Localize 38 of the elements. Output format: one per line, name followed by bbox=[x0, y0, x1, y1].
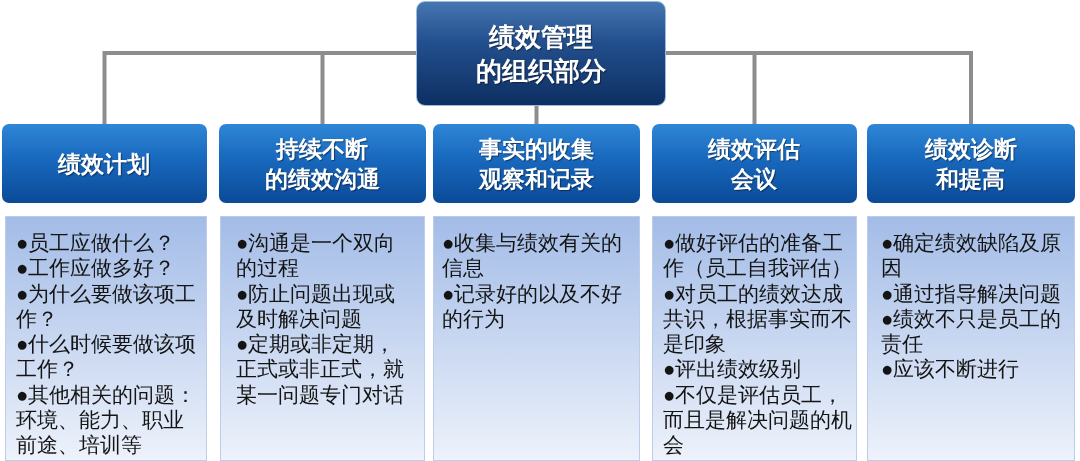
list-item: ●员工应做什么？ bbox=[16, 230, 177, 256]
header-box bbox=[433, 124, 640, 203]
list-item: ●应该不断进行 bbox=[881, 356, 1021, 382]
list-item: ●做好评估的准备工作（员工自我评估） bbox=[663, 230, 853, 281]
root-label: 绩效管理的组织部分 bbox=[475, 20, 607, 88]
header-box bbox=[219, 124, 426, 203]
list-item: ●什么时候要做该项工作？ bbox=[16, 331, 197, 382]
header-label: 绩效诊断和提高 bbox=[924, 134, 1018, 194]
text-panel bbox=[867, 216, 1075, 461]
list-item: ●对员工的绩效达成共识，根据事实而不是印象 bbox=[663, 280, 853, 357]
header-box bbox=[867, 124, 1075, 203]
list-item: ●通过指导解决问题 bbox=[881, 280, 1062, 306]
header-label: 绩效评估会议 bbox=[707, 134, 802, 194]
list-item: ●评出绩效级别 bbox=[663, 356, 803, 382]
text-panel bbox=[652, 216, 857, 461]
list-item: ●防止问题出现或及时解决问题 bbox=[236, 280, 397, 332]
list-item: ●不仅是评估员工，而且是解决问题的机会 bbox=[663, 381, 853, 458]
connector-line bbox=[666, 51, 973, 124]
header-label: 绩效计划 bbox=[56, 149, 152, 179]
text-panel bbox=[220, 216, 425, 461]
text-panel bbox=[5, 216, 207, 461]
list-item: ●收集与绩效有关的信息 bbox=[442, 230, 623, 281]
list-item: ●确定绩效缺陷及原因 bbox=[881, 230, 1062, 281]
list-item: ●为什么要做该项工作？ bbox=[16, 280, 197, 332]
header-label: 持续不断的绩效沟通 bbox=[264, 134, 381, 194]
list-item: ●定期或非定期，正式或非正式，就某一问题专门对话 bbox=[236, 331, 405, 408]
list-item: ●记录好的以及不好的行为 bbox=[442, 280, 623, 332]
list-item: ●沟通是一个双向的过程 bbox=[236, 230, 397, 281]
root-box bbox=[416, 1, 666, 106]
list-item: ●绩效不只是员工的责任 bbox=[881, 305, 1062, 357]
header-box bbox=[652, 124, 857, 203]
text-panel bbox=[433, 216, 640, 461]
list-item: ●其他相关的问题：环境、能力、职业前途、培训等 bbox=[16, 381, 197, 458]
connector-line bbox=[534, 106, 539, 124]
list-item: ●工作应做多好？ bbox=[16, 255, 177, 281]
connector-line bbox=[320, 51, 416, 124]
header-label: 事实的收集观察和记录 bbox=[478, 134, 595, 194]
header-box bbox=[2, 124, 207, 203]
